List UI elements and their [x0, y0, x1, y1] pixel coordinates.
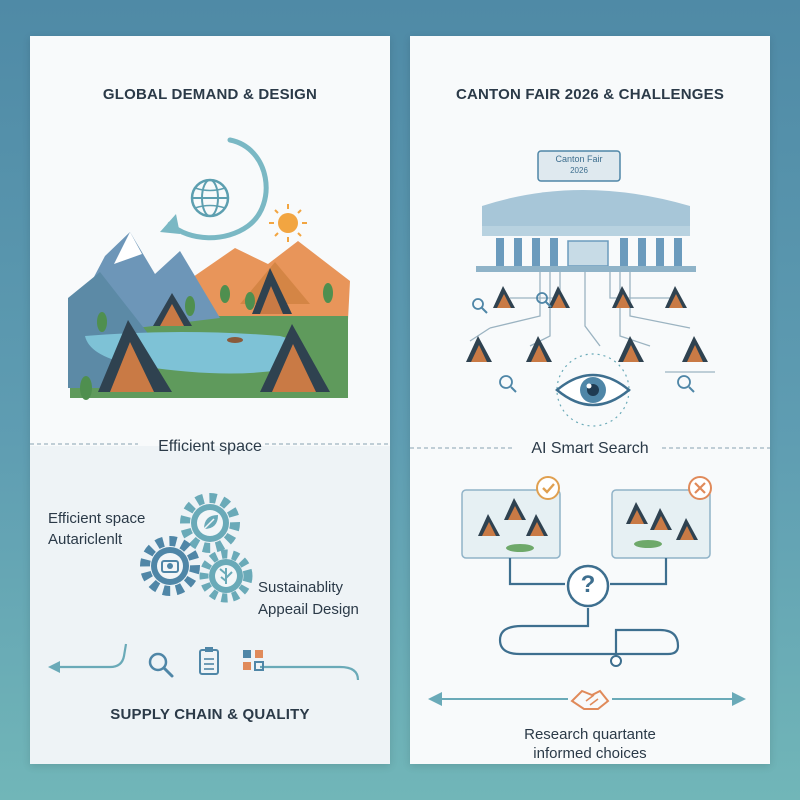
feature-label-sustainability: Sustainablity	[258, 579, 344, 596]
cabin-icon	[682, 336, 708, 362]
product-card-rejected	[611, 476, 712, 559]
supply-chain-title: SUPPLY CHAIN & QUALITY	[110, 706, 310, 723]
handshake-icon	[568, 685, 612, 713]
cabin-icon	[493, 286, 515, 308]
gear-icon	[180, 493, 240, 553]
magnifier-icon	[472, 298, 488, 314]
cabin-icon	[665, 286, 687, 308]
leaf-icon	[202, 515, 218, 531]
research-text: Research quartante	[524, 726, 656, 743]
ai-smart-search-label: AI Smart Search	[531, 440, 649, 457]
feature-label-appeal-design: Appeail Design	[258, 601, 359, 618]
globe-icon	[190, 178, 230, 218]
qr-code-icon	[243, 650, 264, 671]
magnifier-icon	[148, 652, 174, 678]
eye-icon	[555, 353, 631, 427]
question-mark: ?	[580, 571, 596, 598]
feature-label-efficient-space: Efficient space	[48, 510, 146, 527]
circular-arrow-icon	[160, 137, 269, 241]
product-card-approved	[461, 476, 561, 559]
right-panel-illustration	[410, 150, 770, 713]
cabin-icon	[618, 336, 644, 362]
arrow-left-icon	[428, 692, 442, 706]
cabin-icon	[548, 286, 570, 308]
camera-icon	[161, 560, 179, 573]
left-panel: GLOBAL DEMAND & DESIGN	[30, 36, 390, 764]
cabin-icon	[252, 268, 292, 314]
informed-choices-text: informed choices	[533, 745, 647, 762]
cabin-icon	[612, 286, 634, 308]
right-panel: CANTON FAIR 2026 & CHALLENGES	[410, 36, 770, 764]
building-sign-name: Canton Fair	[555, 154, 603, 164]
question-icon	[566, 564, 610, 608]
gear-icon	[199, 549, 253, 603]
supply-chain-connector	[58, 643, 360, 681]
checklist-icon	[199, 647, 219, 675]
magnifier-icon	[499, 375, 517, 393]
left-panel-title: GLOBAL DEMAND & DESIGN	[102, 86, 318, 103]
cabin-icon	[153, 293, 192, 326]
check-icon	[536, 476, 560, 500]
cabin-icon	[526, 336, 552, 362]
landscape-scene	[68, 232, 350, 400]
arrow-left-icon	[48, 661, 60, 673]
sun-icon	[269, 204, 307, 242]
cabin-icon	[98, 320, 172, 392]
gear-icon	[140, 536, 200, 596]
exhibition-building	[476, 150, 696, 272]
building-sign-year: 2026	[570, 166, 588, 175]
arrow-right-icon	[732, 692, 746, 706]
feature-label-autarky: Autariclenlt	[48, 531, 123, 548]
left-panel-illustration	[30, 137, 390, 681]
leaf-icon	[219, 568, 233, 584]
right-panel-title: CANTON FAIR 2026 & CHALLENGES	[455, 86, 725, 103]
cabin-icon	[260, 324, 330, 392]
cabin-icon	[466, 336, 492, 362]
divider-label: Efficient space	[158, 438, 262, 455]
magnifier-icon	[536, 292, 552, 308]
magnifier-icon	[677, 375, 695, 393]
